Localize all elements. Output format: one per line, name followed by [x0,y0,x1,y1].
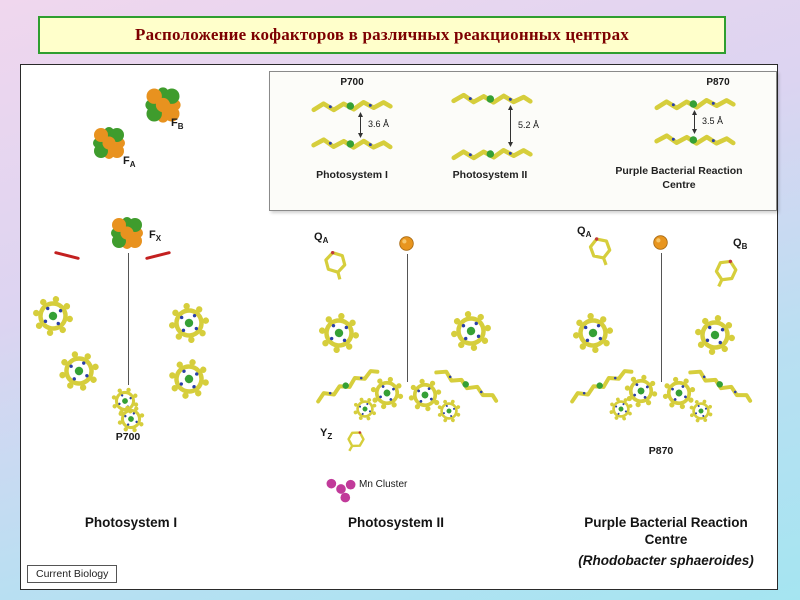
fb-label: FB [171,117,184,132]
red-dash [54,250,80,261]
p870-label: P870 [648,445,674,457]
bacteriochlorophyll-ring [690,310,741,361]
inset-panel: P700 P870 3.6 Å 5.2 Å 3.5 Å [269,71,777,211]
pbrc-caption-1: Purple Bacterial Reaction [584,515,748,530]
yz-label: YZ [320,427,333,442]
fe-s-cluster-fx [111,217,143,249]
distance-label: 3.6 Å [368,119,390,129]
inset-caption-pbrc-1: Purple Bacterial Reaction [615,165,743,177]
tyrosine-yz-molecule [342,426,368,456]
fa-label: FA [123,155,136,170]
electron-transfer-line [661,253,662,382]
qb-label: QB [733,237,748,252]
bacteriochlorophyll-ring [568,308,618,358]
journal-credit: Current Biology [27,565,118,583]
fx-label: FX [149,229,162,244]
ps2-caption: Photosystem II [347,515,445,530]
quinone-qa [322,247,350,284]
chlorophyll-edge-view [444,142,541,165]
iron-atom [399,236,414,251]
chlorophyll-ring [446,306,497,357]
chlorophyll-ring [164,298,214,348]
chlorophyll-ring [314,308,364,358]
pbrc-caption-2: Centre [644,532,688,547]
distance-label: 5.2 Å [518,120,540,130]
p700-label: P700 [115,431,141,443]
distance-arrow [692,110,697,134]
distance-arrow [508,105,513,147]
inset-caption-ps2: Photosystem II [452,169,528,181]
chlorophyll-edge-view [304,94,401,117]
ps1-caption: Photosystem I [84,515,178,530]
inset-caption-pbrc-2: Centre [662,179,696,191]
figure-panel: P700 P870 3.6 Å 5.2 Å 3.5 Å [20,64,778,590]
inset-p870-label: P870 [706,77,730,88]
inset-caption-ps1: Photosystem I [316,169,388,181]
electron-transfer-line [407,254,408,382]
inset-p700-label: P700 [340,77,364,88]
distance-label: 3.5 Å [702,116,724,126]
qa-label-pbrc: QA [577,225,592,240]
quinone-qb [709,254,741,292]
qa-label-ps2: QA [314,231,329,246]
mn-cluster-label: Mn Cluster [359,479,408,490]
chlorophyll-ring [52,344,105,397]
electron-transfer-line [128,253,129,385]
slide-title: Расположение кофакторов в различных реак… [135,25,629,44]
mn-cluster-molecule [326,478,356,503]
iron-atom [653,235,668,250]
quinone-qa [586,232,616,270]
title-banner: Расположение кофакторов в различных реак… [38,16,726,54]
chlorophyll-ring [28,291,79,342]
chlorophyll-edge-view [304,132,401,155]
red-dash [145,250,171,261]
pbrc-caption-species: (Rhodobacter sphaeroides) [578,553,754,568]
distance-arrow [358,112,363,138]
chlorophyll-ring [163,353,215,405]
chlorophyll-edge-view [444,88,540,110]
